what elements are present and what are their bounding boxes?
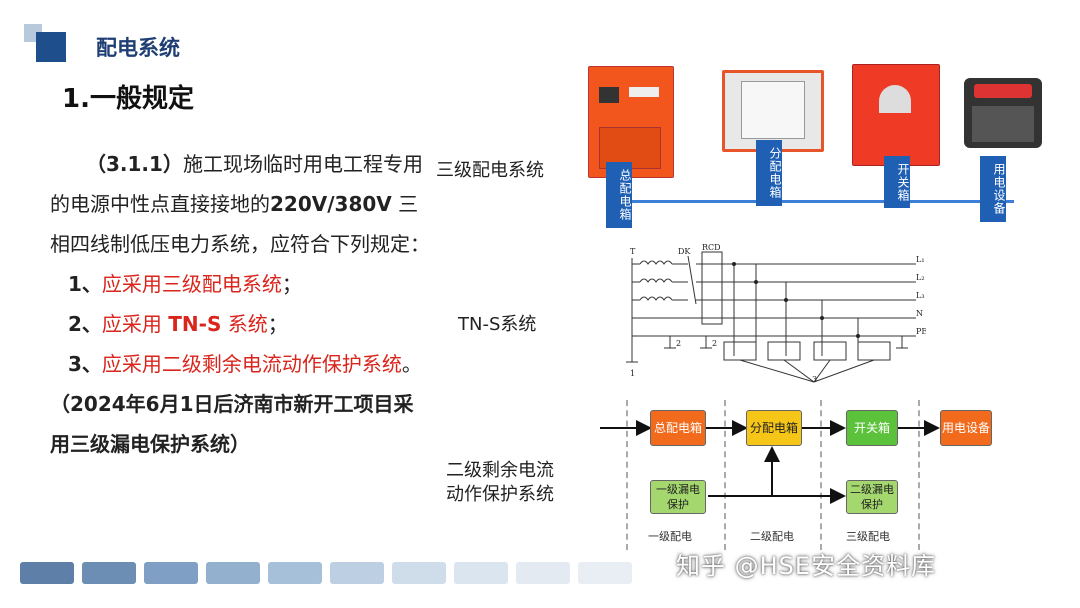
flow-switch-box: 开关箱 xyxy=(846,410,898,446)
three-level-photos: 总配电箱 分配电箱 开关箱 用电设备 xyxy=(584,56,1050,228)
footer-tile-8 xyxy=(454,562,508,584)
flow-rcd-1: 一级漏电保护 xyxy=(650,480,706,514)
label-pe: PE xyxy=(916,327,926,336)
note-text: （2024年6月1日后济南市新开工项目采用三级漏电保护系统） xyxy=(50,392,414,456)
clause-number: （3.1.1） xyxy=(86,152,183,176)
rule-item-2: 2、应采用 TN-S 系统； xyxy=(68,312,288,336)
label-l3: L₃ xyxy=(916,291,925,300)
label-dk: DK xyxy=(678,247,691,256)
label-three-level: 三级配电系统 xyxy=(436,160,544,181)
footer-tile-2 xyxy=(82,562,136,584)
footer-tile-7 xyxy=(392,562,446,584)
footer-tile-1 xyxy=(20,562,74,584)
clause-text-1: 施工现场临时用电工程专用的电源中性点直接接地的 xyxy=(50,152,423,216)
label-l1: L₁ xyxy=(916,255,925,264)
flow-arrows xyxy=(600,420,940,504)
rule-item-1: 1、应采用三级配电系统； xyxy=(68,272,302,296)
voltage-bold: 220V/380V xyxy=(270,192,392,216)
divider-2 xyxy=(724,400,726,550)
flow-main-box: 总配电箱 xyxy=(650,410,706,446)
page-heading: 1.一般规定 xyxy=(62,84,194,114)
flow-equipment: 用电设备 xyxy=(940,410,992,446)
label-tns: TN-S系统 xyxy=(458,314,537,335)
clause-paragraph: （3.1.1）施工现场临时用电工程专用的电源中性点直接接地的220V/380V … xyxy=(50,144,430,464)
flow-level-3: 三级配电 xyxy=(846,530,890,543)
watermark: 知乎 @HSE安全资料库 xyxy=(676,552,937,580)
divider-4 xyxy=(918,400,920,550)
footer-tile-3 xyxy=(144,562,198,584)
flow-level-1: 一级配电 xyxy=(648,530,692,543)
dist-box-image xyxy=(722,70,824,152)
label-rcd: RCD xyxy=(702,244,721,252)
divider-1 xyxy=(626,400,628,550)
flow-level-2: 二级配电 xyxy=(750,530,794,543)
switch-box-label: 开关箱 xyxy=(884,156,910,208)
flow-dist-box: 分配电箱 xyxy=(746,410,802,446)
rule-item-3: 3、应采用二级剩余电流动作保护系统。 xyxy=(68,352,422,376)
clause-text-2: 三相四线制低压电力系统，应符合下列规定： xyxy=(50,192,430,256)
footer-tile-9 xyxy=(516,562,570,584)
label-l2: L₂ xyxy=(916,273,925,282)
footer-tile-5 xyxy=(268,562,322,584)
footer-tile-4 xyxy=(206,562,260,584)
label-1: 1 xyxy=(630,369,635,378)
flow-rcd-2: 二级漏电保护 xyxy=(846,480,898,514)
equipment-label: 用电设备 xyxy=(980,156,1006,222)
label-2a: 2 xyxy=(676,339,681,348)
section-title: 配电系统 xyxy=(96,36,180,60)
footer-tile-10 xyxy=(578,562,632,584)
label-rcd-2: 动作保护系统 xyxy=(446,484,554,505)
dist-box-label: 分配电箱 xyxy=(756,140,782,206)
label-2b: 2 xyxy=(712,339,717,348)
equipment-image xyxy=(964,78,1042,148)
logo-square-dark xyxy=(36,32,66,62)
main-box-image xyxy=(588,66,674,178)
connection-line xyxy=(624,200,1014,203)
footer-tile-6 xyxy=(330,562,384,584)
label-n: N xyxy=(916,309,923,318)
switch-box-image xyxy=(852,64,940,166)
label-rcd-1: 二级剩余电流 xyxy=(446,460,554,481)
tns-schematic: T DK RCD L₁ L₂ L₃ N PE 1 2 2 3 xyxy=(626,244,926,384)
main-box-label: 总配电箱 xyxy=(606,162,632,228)
divider-3 xyxy=(820,400,822,550)
label-3: 3 xyxy=(812,375,817,384)
label-t: T xyxy=(630,247,636,256)
